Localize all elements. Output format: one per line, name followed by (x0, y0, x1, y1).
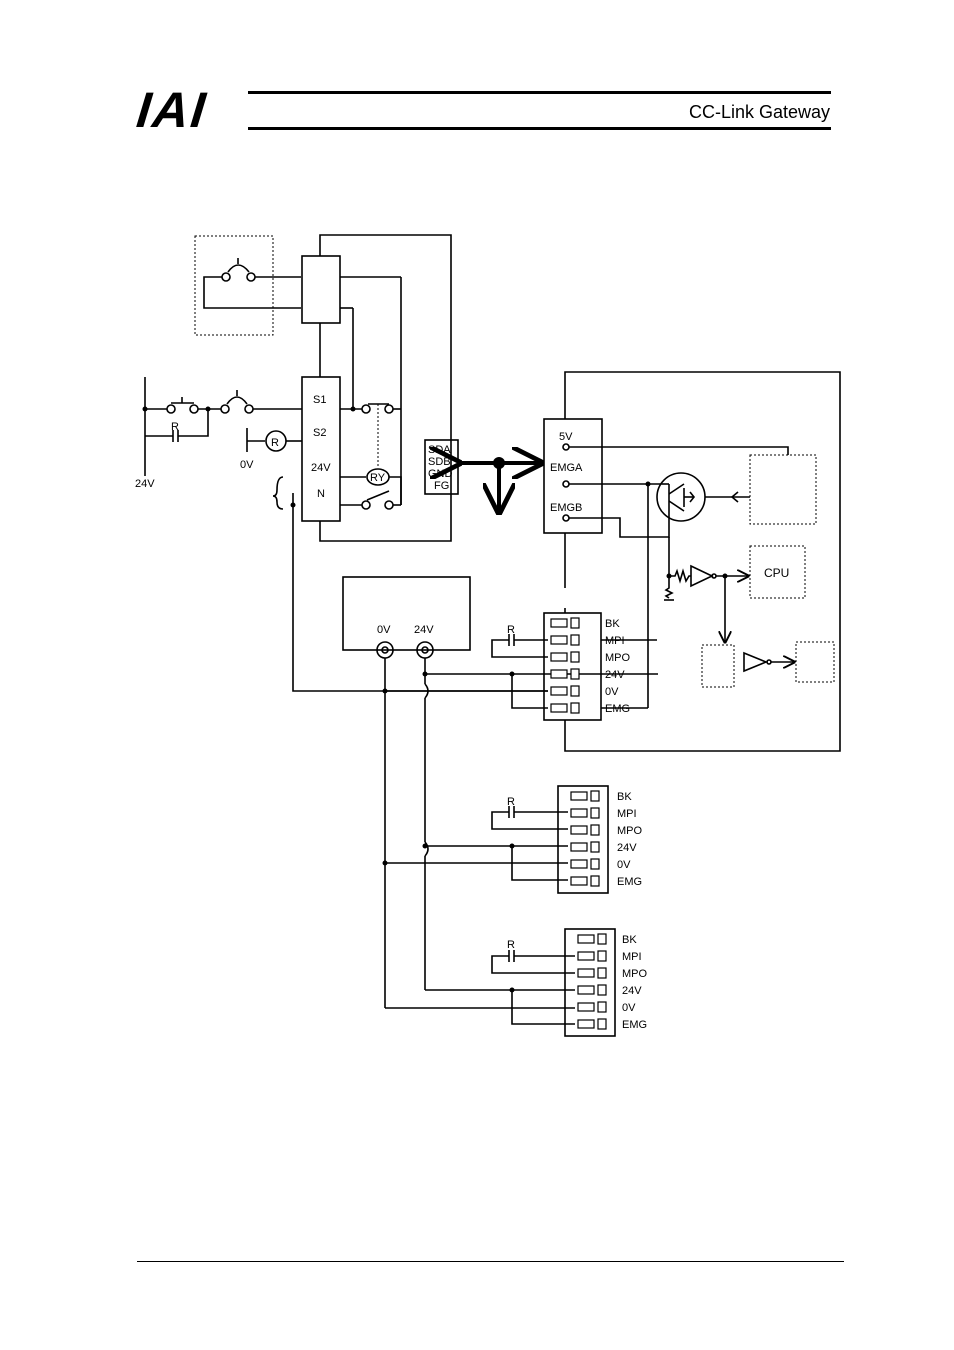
connector-2-pin-socket (571, 877, 587, 885)
connector-1-pin-socket (551, 653, 567, 661)
connector-1-pin-socket (551, 670, 567, 678)
zero-v-label-left: 0V (240, 459, 254, 471)
motor-driver-box (796, 642, 834, 682)
lamp-label: R (271, 437, 279, 449)
connector-2-pin-terminal (591, 825, 599, 835)
connector-2-pin-socket (571, 826, 587, 834)
connector-1-pin-socket (551, 687, 567, 695)
connector-3-pin-terminal (598, 985, 606, 995)
connector-1-pin-terminal (571, 669, 579, 679)
connector-3-pin-terminal (598, 934, 606, 944)
psu-0v-label: 0V (377, 624, 391, 636)
cpu-label: CPU (764, 566, 789, 580)
connector-1-pin-terminal (571, 686, 579, 696)
rs485-fg-label: FG (434, 480, 449, 492)
connector-3-pin-label: EMG (622, 1019, 647, 1031)
connector-2-pin-socket (571, 809, 587, 817)
connector-3-pin-terminal (598, 968, 606, 978)
connector-3-pin-socket (578, 952, 594, 960)
connector-3-pin-label: MPI (622, 951, 642, 963)
terminal-s1-label: S1 (313, 394, 326, 406)
rs485-sdb-label: SDB (428, 456, 451, 468)
connector-2-pin-label: BK (617, 791, 632, 803)
terminal-5v-label: 5V (559, 431, 573, 443)
connector-3-pin-terminal (598, 1019, 606, 1029)
connector-2-pin-label: EMG (617, 876, 642, 888)
connector-2-pin-label: MPI (617, 808, 637, 820)
terminal-emgb-label: EMGB (550, 502, 582, 514)
resistor-label-c2: R (507, 796, 515, 808)
resistor-label-c3: R (507, 939, 515, 951)
controller-terminal-block (544, 419, 602, 533)
footer-rule (137, 1261, 844, 1262)
connector-2-pin-label: MPO (617, 825, 643, 837)
connector-1-pin-terminal (571, 652, 579, 662)
connector-1-pin-label: MPO (605, 652, 631, 664)
connector-3-pin-socket (578, 935, 594, 943)
connector-3-pin-label: BK (622, 934, 637, 946)
connector-2-pin-terminal (591, 791, 599, 801)
connector-3-pin-socket (578, 986, 594, 994)
connector-3-pin-socket (578, 1003, 594, 1011)
connector-2-pin-terminal (591, 808, 599, 818)
connector-1-pin-socket (551, 704, 567, 712)
connector-2-pin-label: 0V (617, 859, 631, 871)
resistor-label-left: R (171, 421, 179, 433)
connector-2-pin-socket (571, 860, 587, 868)
pendant-connector (302, 256, 340, 323)
connector-2-pin-terminal (591, 859, 599, 869)
connector-3-pin-socket (578, 1020, 594, 1028)
connector-3-pin-socket (578, 969, 594, 977)
connector-1-pin-terminal (571, 635, 579, 645)
connector-3-pin-label: 0V (622, 1002, 636, 1014)
connector-1-pin-label: BK (605, 618, 620, 630)
connector-2-pin-terminal (591, 876, 599, 886)
connector-2-pin-label: 24V (617, 842, 637, 854)
resistor-label-c1: R (507, 624, 515, 636)
connector-1-pin-socket (551, 636, 567, 644)
terminal-s2-label: S2 (313, 427, 326, 439)
power-supply-box (343, 577, 470, 650)
connector-3-pin-label: 24V (622, 985, 642, 997)
photocoupler-input-box (750, 455, 816, 524)
connector-3-pin-label: MPO (622, 968, 648, 980)
connector-1-pin-socket (551, 619, 567, 627)
relay-label: RY (370, 472, 386, 484)
connector-1-pin-label: EMG (605, 703, 630, 715)
connector-2-pin-socket (571, 843, 587, 851)
terminal-24v-label: 24V (311, 462, 331, 474)
rs485-gnd-label: GND (428, 468, 453, 480)
connector-1-pin-label: MPI (605, 635, 625, 647)
connector-1-pin-label: 0V (605, 686, 619, 698)
teaching-pendant-box (195, 236, 273, 335)
connector-1-pin-terminal (571, 703, 579, 713)
terminal-emga-label: EMGA (550, 462, 583, 474)
rs485-sda-label: SDA (428, 444, 451, 456)
connector-2-pin-socket (571, 792, 587, 800)
supply-24v-label: 24V (135, 478, 155, 490)
connector-1-pin-terminal (571, 618, 579, 628)
connector-3-pin-terminal (598, 1002, 606, 1012)
drive-cutoff-box (702, 645, 734, 687)
terminal-n-label: N (317, 488, 325, 500)
connector-1-pin-label: 24V (605, 669, 625, 681)
connector-2-pin-terminal (591, 842, 599, 852)
connector-3-pin-terminal (598, 951, 606, 961)
psu-24v-label: 24V (414, 624, 434, 636)
